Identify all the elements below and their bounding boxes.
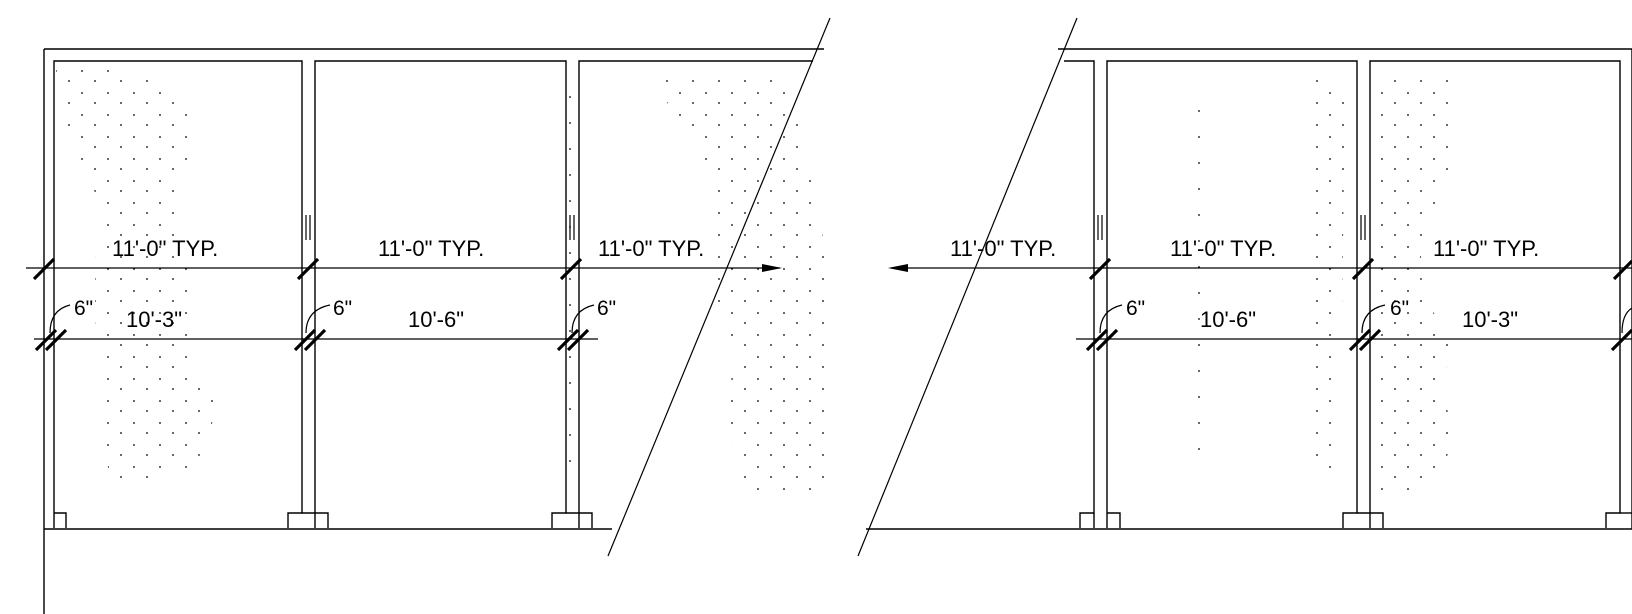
dimension-label: 11'-0" TYP. xyxy=(950,236,1056,261)
offset-label: 6" xyxy=(333,297,352,320)
dimension-label: 11'-0" TYP. xyxy=(112,236,218,261)
dimension-label: 10'-6" xyxy=(408,307,464,332)
lower-dimension-labels: 10'-3" 10'-6" 10'-6" 10'-3" xyxy=(126,307,1518,332)
left-plan-section xyxy=(26,17,831,614)
right-plan-section xyxy=(857,17,1632,557)
stipple-hatching xyxy=(56,70,1460,490)
dimension-label: 10'-3" xyxy=(1462,307,1518,332)
wall-offset-labels: 6" 6" 6" 6" 6" xyxy=(74,297,1409,320)
dimension-label: 10'-3" xyxy=(126,307,182,332)
dimension-label: 11'-0" TYP. xyxy=(598,236,704,261)
dimension-label: 11'-0" TYP. xyxy=(378,236,484,261)
dimension-label: 10'-6" xyxy=(1200,307,1256,332)
offset-label: 6" xyxy=(1390,297,1409,320)
offset-label: 6" xyxy=(1126,297,1145,320)
dimension-label: 11'-0" TYP. xyxy=(1170,236,1276,261)
offset-label: 6" xyxy=(74,297,93,320)
dimension-label: 11'-0" TYP. xyxy=(1433,236,1539,261)
upper-dimension-labels: 11'-0" TYP. 11'-0" TYP. 11'-0" TYP. 11'-… xyxy=(112,236,1539,261)
offset-label: 6" xyxy=(597,297,616,320)
